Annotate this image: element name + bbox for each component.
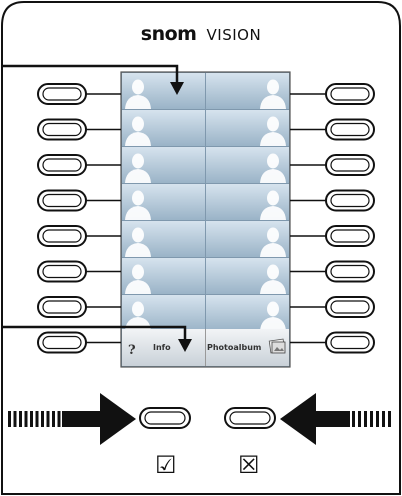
brand-logo: snom VISION [141,23,261,45]
contact-avatar-icon [260,153,286,183]
contact-tile[interactable] [122,110,205,146]
contact-tile[interactable] [122,295,205,331]
contact-avatar-icon [125,116,151,146]
left-function-keys [37,83,121,354]
contact-avatar-icon [125,79,151,109]
contact-avatar-icon [125,153,151,183]
contact-tile[interactable] [206,295,289,331]
arrow-right-to-confirm [8,393,136,445]
photoalbum-softkey-label: Photoalbum [207,343,261,352]
contact-avatar-icon [260,264,286,294]
contact-tile[interactable] [122,184,205,220]
arrow-left-to-cancel [280,393,391,445]
contact-avatar-icon [260,79,286,109]
right-key[interactable] [290,260,375,283]
right-key[interactable] [290,296,375,318]
contact-avatar-icon [125,190,151,220]
cross-box-icon: ☒ [238,451,260,479]
right-key[interactable] [290,189,375,212]
contact-tile[interactable] [122,221,205,257]
right-function-keys [290,83,375,354]
contact-tile[interactable] [122,73,205,109]
left-key[interactable] [37,118,121,141]
left-key[interactable] [37,260,121,283]
contact-tile[interactable] [206,73,289,109]
photo-album-icon [268,338,286,354]
info-question-icon: ? [128,343,136,358]
contact-tile[interactable] [206,147,289,183]
left-key[interactable] [37,331,121,354]
right-key[interactable] [290,83,375,105]
screen-bottom-bar: ? Info Photoalbum [122,329,289,366]
contact-avatar-icon [125,227,151,257]
confirm-key[interactable] [139,407,191,429]
contact-avatar-icon [260,190,286,220]
checkmark-icon: ☑ [155,451,177,479]
left-key[interactable] [37,296,121,318]
callout-arrow-top [2,64,184,95]
contact-tile[interactable] [122,258,205,294]
contact-tile[interactable] [206,221,289,257]
right-key[interactable] [290,118,375,141]
contact-avatar-icon [260,227,286,257]
brand-name-bold: snom [141,23,197,45]
right-key[interactable] [290,154,375,176]
contact-tile[interactable] [206,184,289,220]
brand-name-light: VISION [207,26,262,44]
right-key[interactable] [290,331,375,354]
contact-tile[interactable] [206,258,289,294]
contact-avatar-icon [260,116,286,146]
left-key[interactable] [37,83,121,105]
info-softkey-label: Info [153,343,171,352]
contact-tile[interactable] [122,147,205,183]
contact-avatar-icon [125,264,151,294]
left-key[interactable] [37,154,121,176]
right-key[interactable] [290,225,375,247]
left-key[interactable] [37,189,121,212]
callout-arrow-bottom [2,325,192,352]
cancel-key[interactable] [224,407,276,429]
contact-tile[interactable] [206,110,289,146]
contact-avatar-icon [260,301,286,331]
display-screen: ? Info Photoalbum [120,71,291,368]
left-key[interactable] [37,225,121,247]
